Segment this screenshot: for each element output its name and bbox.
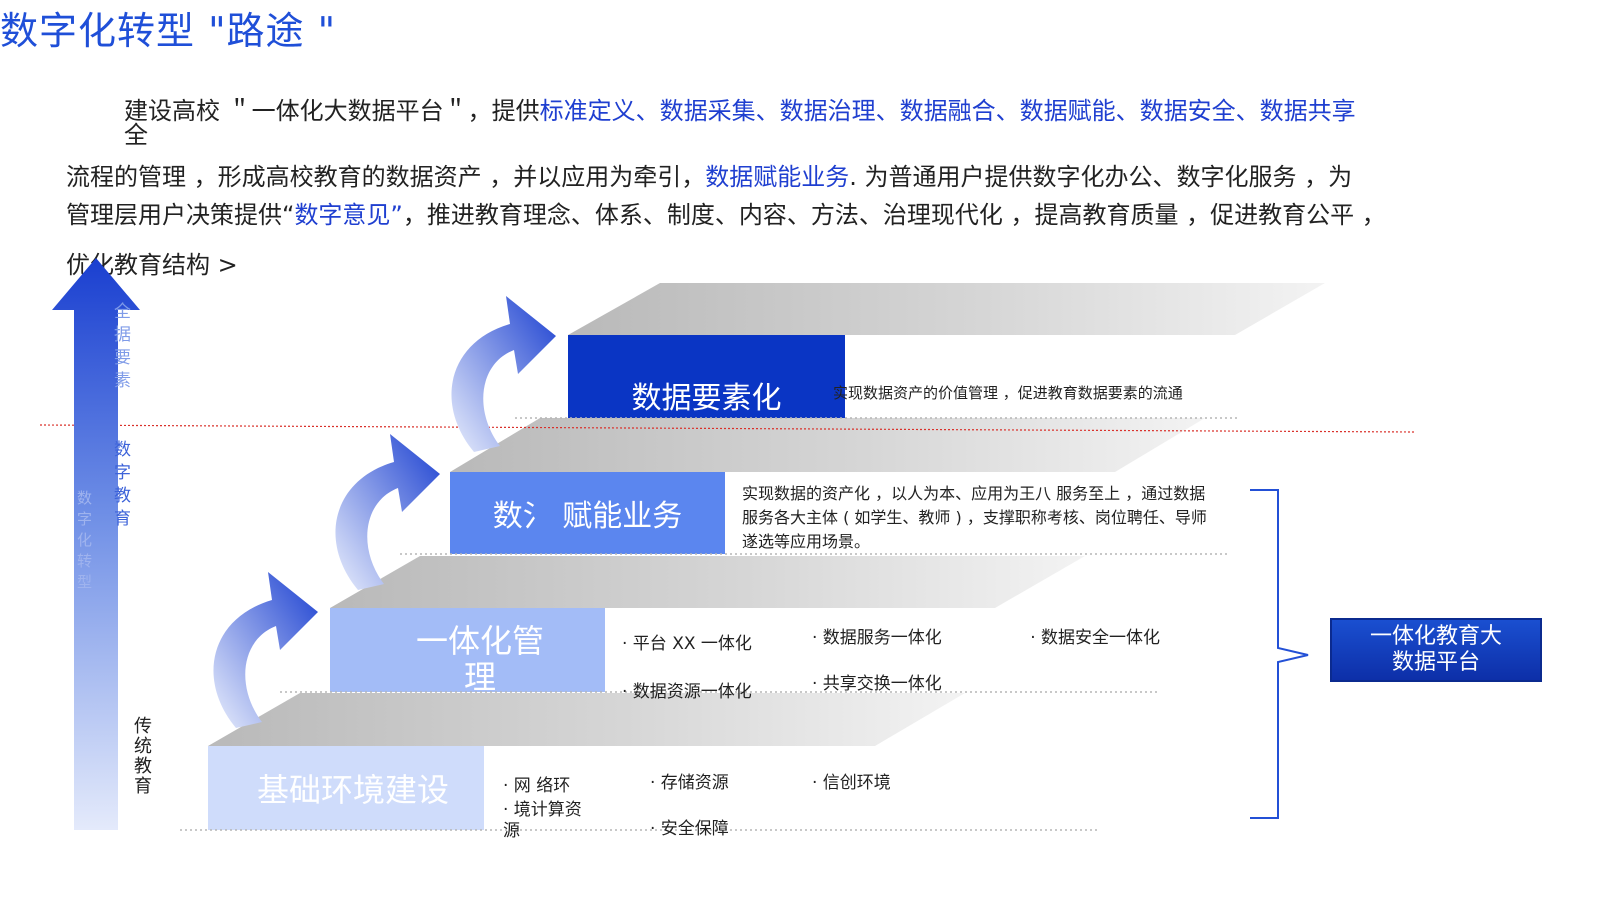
intro-line-2-prefix: 流程的管理 ，形成高校教育的数据资产 ，并以应用为牵引， [66,163,706,191]
step1-bullet-security: · 安全保障 [650,819,729,839]
intro-line-3-prefix: 管理层用户决策提供“ [66,201,295,229]
intro-line-3-highlight: 数字意见” [294,201,403,229]
axis-label-digital-education: 数字教育 [110,440,130,532]
intro-line-1-wrap: 全 [124,121,148,149]
step3-label: 数氵 赋能业务 [492,499,683,534]
platform-label: 一体化教育大数据平台 [1369,624,1502,675]
intro-line-1-prefix: 建设高校 ＂一体化大数据平台＂，提供 [124,97,540,125]
curved-arrow-icon-2 [335,434,440,590]
intro-line-1: 建设高校 ＂一体化大数据平台＂，提供标准定义、数据采集、数据治理、数据融合、数据… [124,96,1356,126]
intro-line-3-suffix: ，推进教育理念、体系、制度、内容、方法、治理现代化 ，提高教育质量 ，促进教育公… [402,201,1386,229]
step4-top-surface [568,283,1325,335]
step1-bullet-xinchuang: · 信创环境 [812,773,891,793]
step3-top-surface [450,418,1205,472]
vertical-axis-arrow [52,258,140,830]
intro-line-2-highlight: 数据赋能业务 [705,163,850,191]
platform-box: 一体化教育大数据平台 [1330,618,1542,682]
right-bracket [1250,489,1309,819]
step1-label: 基础环境建设 [256,771,449,809]
curved-arrow-icon-1 [213,572,318,728]
axis-label-data-elements: 全据要素 [110,302,130,394]
curved-arrow-icon-3 [451,296,556,452]
step2-label: 一体化管理 [415,622,544,696]
step1-bullet-compute: · 境计算资源 [503,800,582,841]
step4-front [568,335,845,418]
step2-top-surface [330,556,1085,608]
intro-line-2-suffix: . 为普通用户提供数字化办公、数字化服务 ，为 [849,163,1353,191]
step3-description: 实现数据的资产化 ，以人为本、应用为王八 服务至上 ，通过数据服务各大主体 ( … [742,484,1207,551]
step1-bullet-network: · 网 络环 [503,776,571,796]
step4-description: 实现数据资产的价值管理 ，促进教育数据要素的流通 [833,384,1183,402]
step3-front [450,472,725,554]
step2-bullet-exchange: · 共享交换一体化 [812,674,942,694]
intro-line-1-highlight: 标准定义、数据采集、数据治理、数据融合、数据赋能、数据安全、数据共享 [539,97,1356,125]
step2-bullet-data-service: · 数据服务一体化 [812,628,942,648]
step2-bullet-data-resource: · 数据资源一体化 [622,682,752,702]
axis-label-digital-transformation: 数字化转型 [75,490,93,595]
step2-front [330,608,605,692]
step1-bullet-storage: · 存储资源 [650,773,729,793]
page-title: 数字化转型 "路途 " [0,9,337,53]
intro-line-2: 流程的管理 ，形成高校教育的数据资产 ，并以应用为牵引，数据赋能业务. 为普通用… [66,162,1352,192]
step1-top-surface [208,693,965,746]
red-divider-line [39,424,1416,433]
step4-label: 数据要素化 [631,381,782,416]
step2-bullet-security: · 数据安全一体化 [1030,628,1160,648]
intro-line-3: 管理层用户决策提供“数字意见”，推进教育理念、体系、制度、内容、方法、治理现代化… [66,200,1386,230]
step1-front [208,746,484,830]
step2-bullet-platform: · 平台 XX 一体化 [622,634,752,654]
axis-label-traditional-education: 传统教育 [131,716,152,796]
